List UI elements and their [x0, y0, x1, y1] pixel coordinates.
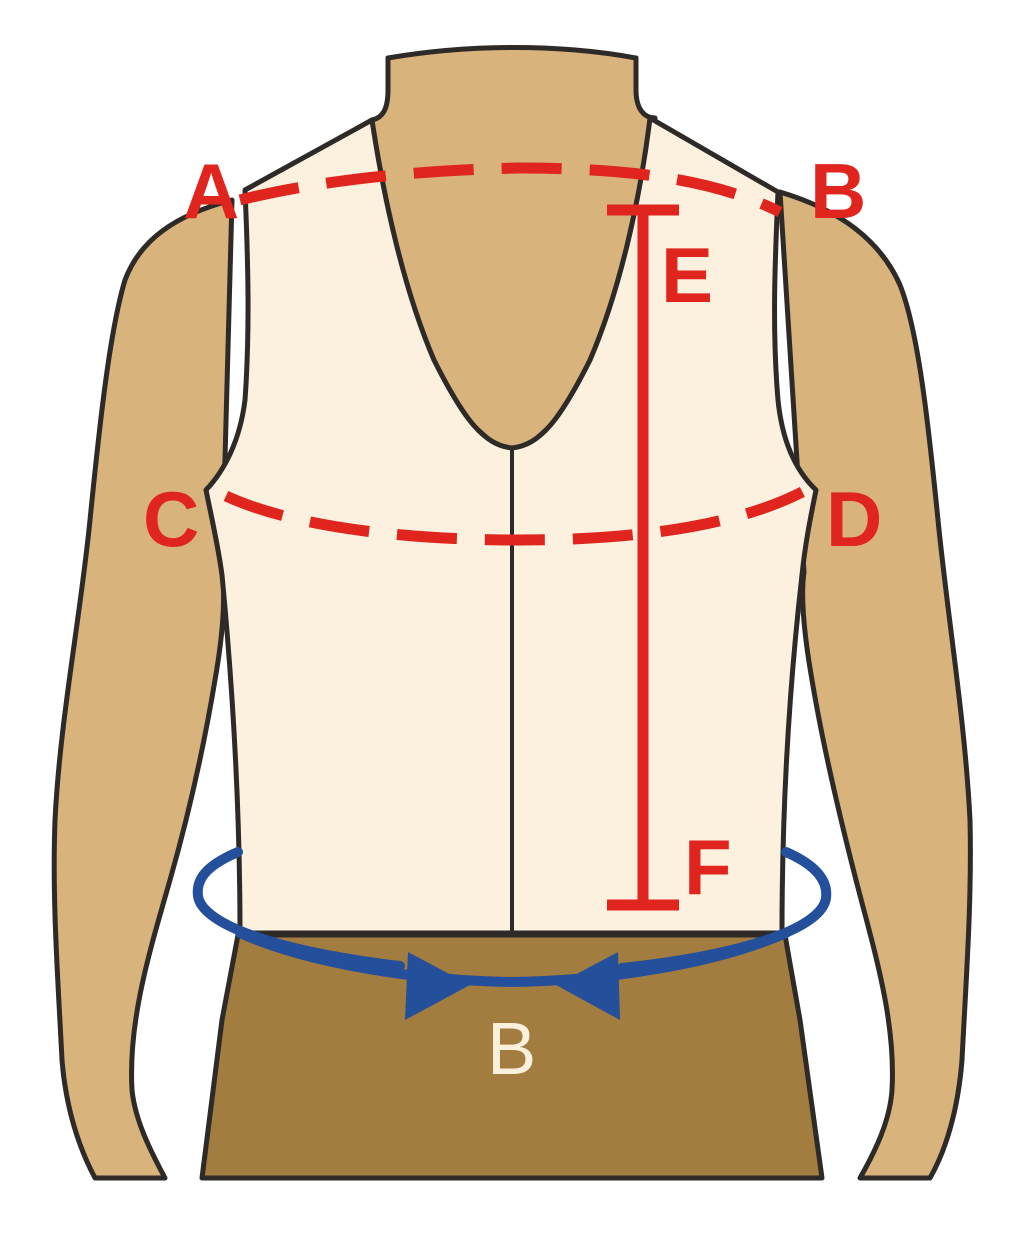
- label-e: E: [661, 231, 713, 319]
- waist-arrow-right: [556, 952, 620, 1020]
- label-b-shoulder: B: [810, 147, 866, 235]
- label-a: A: [183, 147, 239, 235]
- label-b-waist: B: [487, 1007, 536, 1090]
- arms: [51, 189, 973, 1181]
- chest-measurement-line: [223, 485, 809, 546]
- neck-and-chest-skin: [362, 45, 663, 463]
- label-c: C: [143, 475, 199, 563]
- right-arm: [777, 189, 973, 1181]
- shoulder-measurement-line: [238, 162, 783, 217]
- waist-ellipse-back: [192, 847, 405, 971]
- waist-ellipse-front: [235, 928, 791, 988]
- label-f: F: [684, 823, 732, 911]
- waist-arrow-left: [405, 952, 470, 1020]
- vest: [203, 115, 819, 936]
- label-d: D: [826, 475, 882, 563]
- length-measurement: [607, 204, 679, 911]
- waist-measurement: [192, 847, 832, 1020]
- left-arm: [51, 197, 235, 1181]
